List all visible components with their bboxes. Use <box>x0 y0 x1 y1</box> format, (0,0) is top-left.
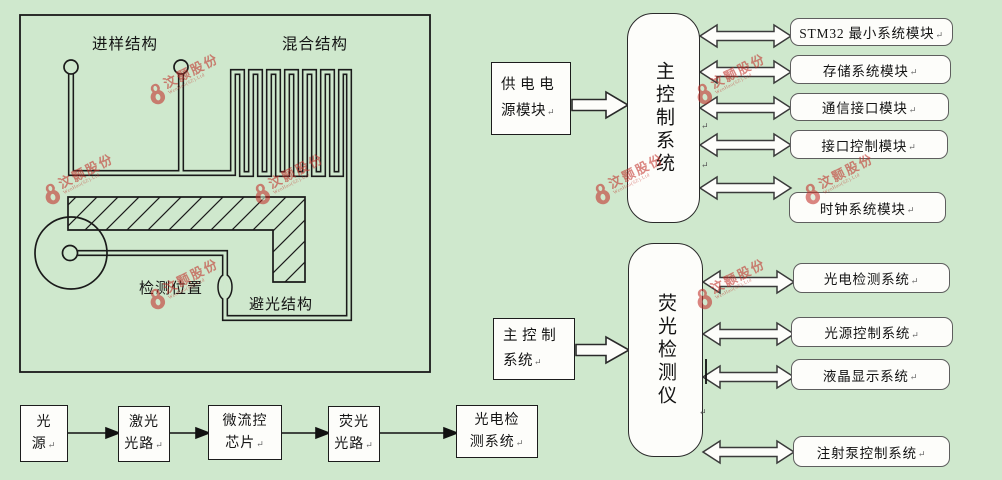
chip-channels-walls <box>67 68 353 322</box>
module-stm32-minimal-system: STM32 最小系统模块↵ <box>790 18 953 46</box>
power-to-hub-arrow <box>571 90 630 120</box>
return-mark-floater: ↵ <box>701 160 709 170</box>
flow-step-light-source: 光 源↵ <box>20 405 68 462</box>
label-mixer-structure: 混合结构 <box>282 36 349 53</box>
flow-step-microfluidic-chip: 微流控 芯片↵ <box>208 405 282 460</box>
return-mark: ↵ <box>47 439 57 450</box>
flow-step-line2: 源↵ <box>31 436 57 452</box>
module-light-source-control: 光源控制系统↵ <box>791 317 953 347</box>
return-mark: ↵ <box>908 104 918 115</box>
return-mark: ↵ <box>515 437 525 448</box>
feed-arrows <box>571 90 631 365</box>
module-syringe-pump-control: 注射泵控制系统↵ <box>793 436 950 467</box>
fluorescence-detector-label: 荧光检测仪 <box>655 292 676 408</box>
chip-outline <box>19 14 431 373</box>
control-box-line1: 主 控 制 <box>503 327 557 344</box>
return-mark: ↵ <box>155 440 164 450</box>
return-mark: ↵ <box>547 106 556 117</box>
power-box-line1: 供 电 电 <box>501 77 555 94</box>
return-mark: ↵ <box>917 449 927 459</box>
return-mark: ↵ <box>911 329 920 340</box>
control-box-line2: 系统↵ <box>503 353 543 369</box>
outlet-reservoir <box>34 216 108 290</box>
main-control-source-box: 主 控 制 系统↵ <box>493 318 575 380</box>
module-comm-interface: 通信接口模块↵ <box>790 93 949 121</box>
flow-step-line2: 测系统↵ <box>469 434 525 450</box>
return-mark: ↵ <box>534 357 543 367</box>
return-mark: ↵ <box>935 29 944 40</box>
main-control-system-hub: 主控制系统 <box>627 13 700 223</box>
detector-bus-arrows <box>701 269 796 465</box>
flow-step-line2: 光路↵ <box>334 437 374 452</box>
return-mark: ↵ <box>909 67 919 77</box>
module-photoelectric-detection: 光电检测系统↵ <box>793 263 950 293</box>
inlet-port-right <box>173 59 189 75</box>
fluorescence-detector-hub: 荧光检测仪 <box>628 243 703 457</box>
return-mark-floater: ↵ <box>699 407 707 417</box>
return-mark: ↵ <box>906 205 916 215</box>
return-mark: ↵ <box>256 438 265 449</box>
return-mark-floater: ↵ <box>701 121 709 131</box>
power-box-line2: 源模块↵ <box>501 102 556 119</box>
flow-arrows <box>68 426 460 440</box>
mcu-bus-arrows <box>698 23 793 201</box>
label-light-shield: 避光结构 <box>249 297 314 313</box>
inlet-port-left <box>63 59 79 75</box>
label-detection-position: 检测位置 <box>139 281 204 297</box>
outlet-port <box>61 244 79 262</box>
main-control-hub-label: 主控制系统 <box>653 60 674 176</box>
flow-step-fluorescence-path: 荧光 光路↵ <box>328 406 380 462</box>
module-interface-control: 接口控制模块↵ <box>790 130 948 159</box>
flow-step-photoelectric-detection: 光电检 测系统↵ <box>456 405 538 458</box>
return-mark: ↵ <box>365 440 374 450</box>
return-mark: ↵ <box>909 372 919 382</box>
power-supply-module-box: 供 电 电 源模块↵ <box>491 62 571 135</box>
return-mark: ↵ <box>910 275 920 286</box>
flow-step-line2: 光路↵ <box>124 437 164 452</box>
module-lcd-display: 液晶显示系统↵ <box>791 359 950 390</box>
module-clock-system: 时钟系统模块↵ <box>789 192 946 223</box>
module-storage-system: 存储系统模块↵ <box>790 55 951 84</box>
control-to-detector-arrow <box>575 335 631 365</box>
flow-step-line2: 芯片↵ <box>225 435 265 451</box>
chip-channels-core <box>69 70 351 320</box>
flow-step-laser-path: 激光 光路↵ <box>118 406 170 462</box>
light-shield-structure <box>67 196 306 283</box>
label-inlet-structure: 进样结构 <box>92 36 159 53</box>
return-mark: ↵ <box>908 142 917 152</box>
